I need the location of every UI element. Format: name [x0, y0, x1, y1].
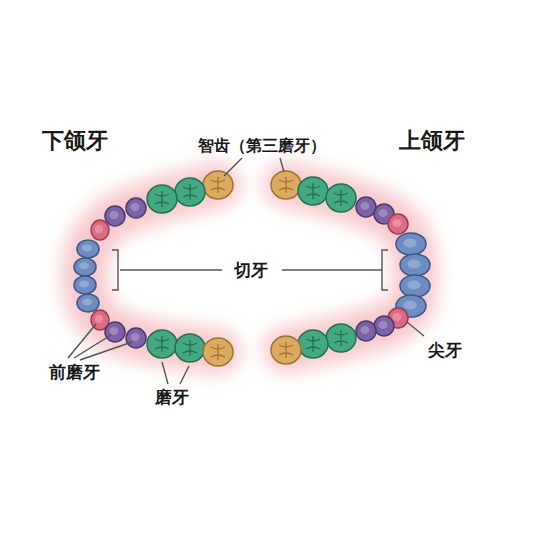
tooth	[298, 330, 328, 358]
tooth	[400, 275, 430, 297]
leader-line	[407, 322, 424, 336]
tooth	[175, 178, 205, 206]
leader-line	[74, 335, 111, 358]
tooth	[126, 198, 146, 218]
tooth	[74, 276, 96, 294]
tooth	[326, 184, 356, 212]
tooth	[326, 324, 356, 352]
tooth	[396, 233, 426, 255]
part-label: 智齿（第三磨牙）	[198, 136, 326, 155]
leader-line	[224, 158, 242, 176]
tooth	[147, 330, 177, 358]
gum	[85, 185, 218, 352]
leader-line	[180, 366, 189, 384]
tooth	[203, 338, 233, 366]
tooth	[400, 254, 430, 276]
tooth	[271, 171, 301, 199]
tooth	[77, 240, 99, 258]
leader-line	[280, 158, 284, 172]
tooth	[91, 220, 109, 240]
leader-line	[80, 342, 132, 360]
tooth	[374, 316, 394, 336]
part-label: 切牙	[234, 260, 268, 280]
tooth	[356, 321, 376, 341]
tooth	[105, 206, 125, 226]
tooth	[388, 214, 408, 234]
tooth	[298, 177, 328, 205]
tooth	[203, 171, 233, 199]
tooth	[147, 185, 177, 213]
part-label: 下颌牙	[42, 128, 108, 154]
leader-line	[282, 269, 382, 270]
leader-line	[112, 250, 118, 290]
tooth	[356, 197, 376, 217]
leader-line	[120, 269, 222, 270]
part-label: 上颌牙	[399, 128, 465, 154]
leader-line	[382, 250, 388, 290]
part-label: 尖牙	[428, 340, 462, 360]
tooth	[271, 336, 301, 364]
tooth	[74, 258, 96, 276]
tooth	[77, 294, 99, 312]
gum	[286, 185, 416, 350]
part-label: 前磨牙	[49, 362, 100, 382]
tooth	[175, 334, 205, 362]
tooth	[105, 322, 125, 342]
leader-line	[162, 362, 168, 384]
part-label: 磨牙	[155, 387, 189, 407]
tooth	[126, 328, 146, 348]
